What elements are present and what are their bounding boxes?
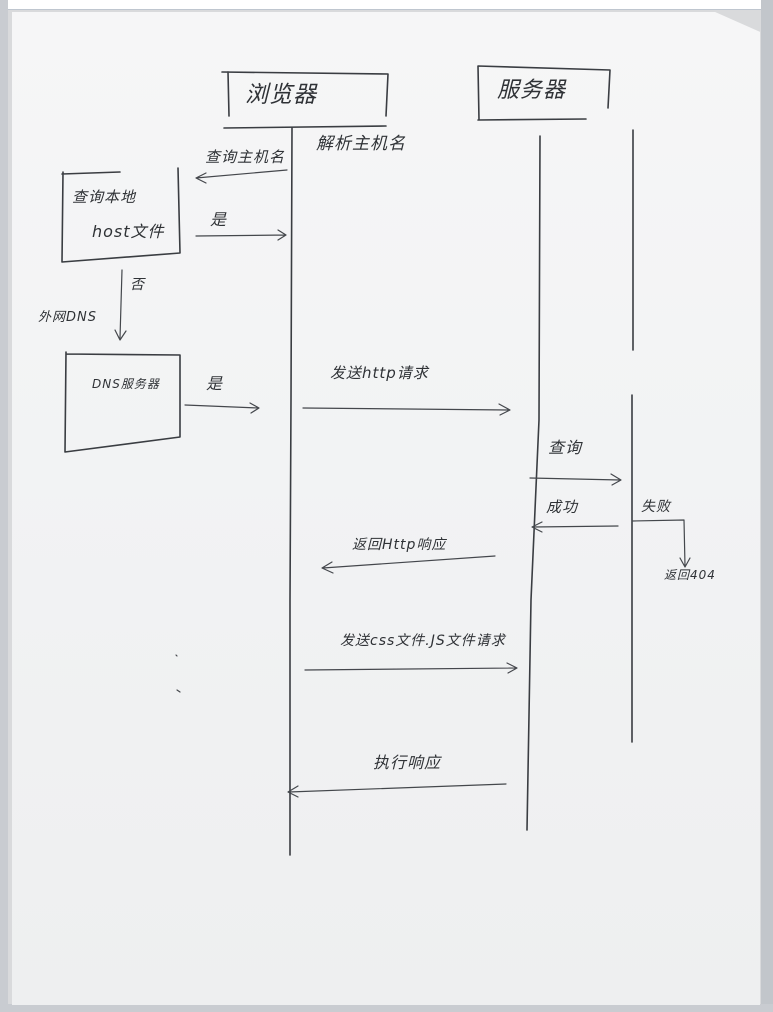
- local-host-line1: 查询本地: [72, 188, 137, 206]
- no-arrow: [114, 269, 127, 341]
- success-label: 成功: [546, 498, 579, 516]
- send-http-arrow: [302, 403, 511, 416]
- return-http-response-label: 返回Http响应: [352, 537, 447, 553]
- local-host-line2: host文件: [92, 222, 165, 241]
- return-404-label: 返回404: [664, 568, 716, 582]
- send-css-js-arrow: [304, 662, 518, 674]
- browser-actor-box: [221, 71, 389, 129]
- server-actor-label: 服务器: [497, 78, 567, 103]
- window-bottom-edge: [0, 1004, 773, 1012]
- query-hostname-arrow: [195, 169, 288, 184]
- query-arrow: [529, 473, 622, 486]
- server-actor-box: [477, 65, 611, 121]
- dns-server-box: [64, 351, 181, 453]
- execute-response-label: 执行响应: [373, 753, 442, 772]
- query-hostname-label: 查询主机名: [205, 148, 286, 166]
- yes-arrow-2: [184, 402, 260, 414]
- pencil-mark: [175, 654, 181, 693]
- server-lifeline-left: [526, 135, 541, 831]
- success-arrow: [531, 521, 619, 533]
- yes-label-1: 是: [210, 210, 228, 229]
- server-lifeline-right: [631, 129, 634, 743]
- no-label: 否: [130, 277, 145, 293]
- send-css-js-request-label: 发送css文件.JS文件请求: [340, 633, 506, 649]
- yes-label-2: 是: [206, 374, 224, 393]
- browser-lifeline: [289, 127, 293, 856]
- window-left-edge: [0, 0, 8, 1012]
- external-dns-label: 外网DNS: [38, 310, 97, 325]
- failure-arrow: [631, 519, 691, 568]
- window-right-edge: [761, 0, 773, 1012]
- send-http-request-label: 发送http请求: [330, 364, 429, 382]
- yes-arrow-1: [195, 229, 287, 241]
- execute-response-arrow: [287, 783, 507, 798]
- query-label: 查询: [548, 438, 583, 457]
- browser-actor-label: 浏览器: [245, 82, 317, 108]
- paper-sheet: [12, 12, 760, 1005]
- resolve-hostname-label: 解析主机名: [316, 134, 406, 154]
- local-host-box: [61, 167, 181, 263]
- dns-server-label: DNS服务器: [92, 377, 160, 391]
- failure-label: 失败: [641, 499, 671, 515]
- window-top-bar: [0, 0, 773, 10]
- return-http-arrow: [321, 555, 496, 574]
